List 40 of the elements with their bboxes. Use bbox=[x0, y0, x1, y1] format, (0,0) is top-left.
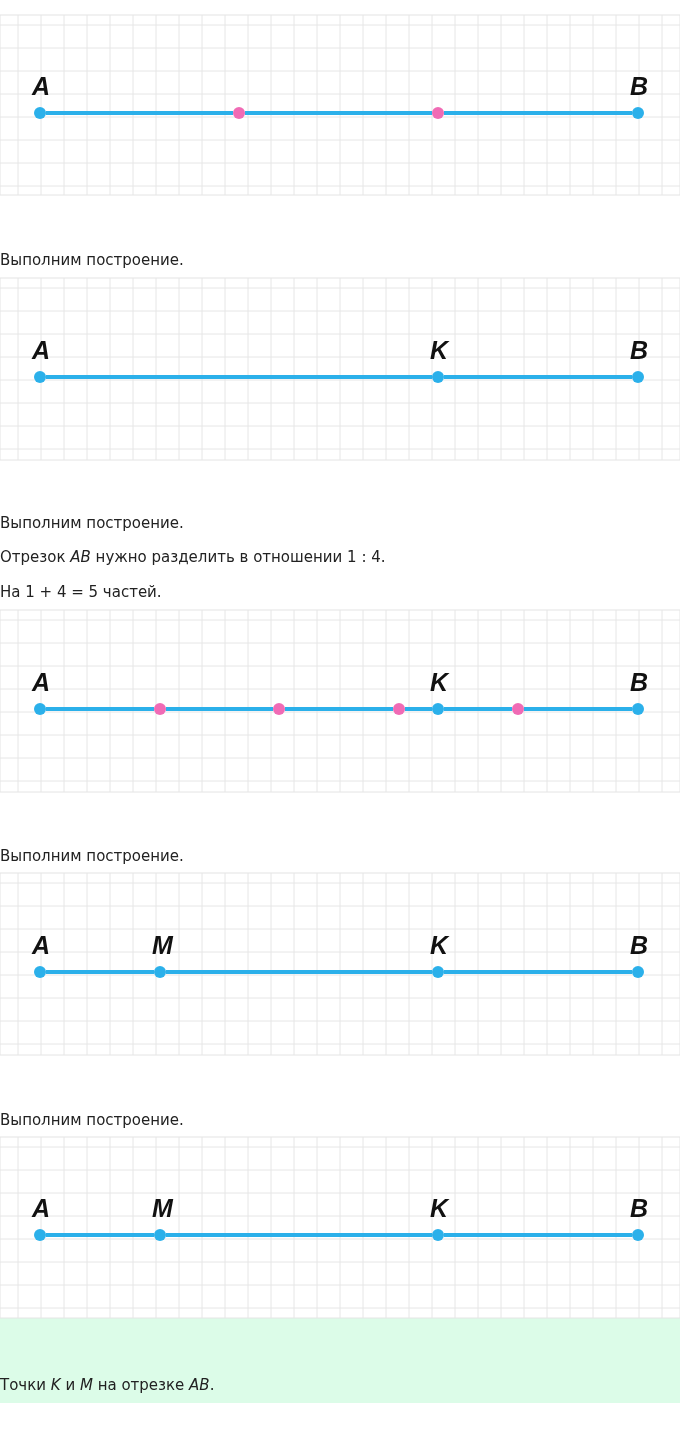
text-line: Точки K и M на отрезке AB. bbox=[0, 1375, 215, 1395]
text-line: Выполним построение. bbox=[0, 846, 184, 866]
segment-line bbox=[444, 1233, 632, 1237]
segment-line bbox=[444, 707, 512, 711]
text-line: Выполним построение. bbox=[0, 513, 184, 533]
segment-line bbox=[245, 111, 432, 115]
point-label: B bbox=[630, 73, 649, 99]
segment-line bbox=[46, 375, 432, 379]
point-label: K bbox=[430, 337, 449, 363]
point-label: B bbox=[630, 337, 649, 363]
point-label: A bbox=[32, 669, 51, 695]
point-label: B bbox=[630, 669, 649, 695]
text-line: Отрезок AB нужно разделить в отношении 1 : 4. bbox=[0, 547, 386, 567]
point-label: A bbox=[32, 73, 51, 99]
point-label: A bbox=[32, 932, 51, 958]
segment-line bbox=[285, 707, 393, 711]
point-label: A bbox=[32, 1195, 51, 1221]
point-label: K bbox=[430, 932, 449, 958]
point-label: K bbox=[430, 1195, 449, 1221]
segment-line bbox=[444, 970, 632, 974]
point-label: A bbox=[32, 337, 51, 363]
segment-line bbox=[46, 707, 154, 711]
segment-line bbox=[166, 1233, 432, 1237]
point-label: M bbox=[152, 1195, 173, 1221]
segment-line bbox=[444, 375, 632, 379]
segment-line bbox=[444, 111, 632, 115]
segment-line bbox=[166, 970, 432, 974]
segment-line bbox=[524, 707, 632, 711]
segment-line bbox=[46, 970, 154, 974]
segment-line bbox=[405, 707, 432, 711]
segment-line bbox=[166, 707, 273, 711]
point-label: B bbox=[630, 932, 649, 958]
point-label: K bbox=[430, 669, 449, 695]
segment-line bbox=[46, 1233, 154, 1237]
segment-line bbox=[46, 111, 233, 115]
point-label: B bbox=[630, 1195, 649, 1221]
text-line: Выполним построение. bbox=[0, 1110, 184, 1130]
text-line: На 1 + 4 = 5 частей. bbox=[0, 582, 162, 602]
point-label: M bbox=[152, 932, 173, 958]
text-line: Выполним построение. bbox=[0, 250, 184, 270]
